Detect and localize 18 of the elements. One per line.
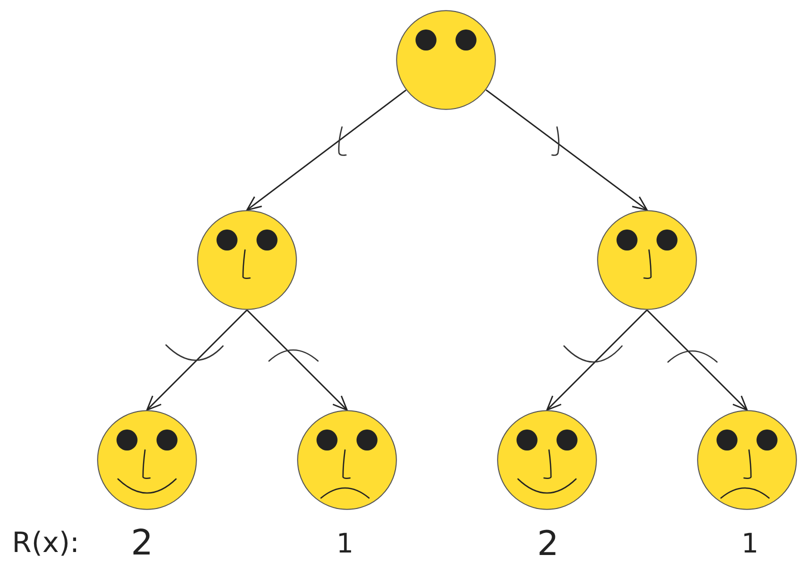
arrow <box>546 310 648 411</box>
face-with-nose-icon <box>597 210 697 310</box>
arrow <box>646 310 748 411</box>
frowning-face-icon <box>297 410 397 510</box>
reward-value: 2 <box>537 527 559 561</box>
face-with-eyes-icon <box>396 10 496 110</box>
reward-value: 2 <box>130 526 154 562</box>
reward-value: 1 <box>336 530 354 558</box>
arrow <box>246 90 406 211</box>
frowning-face-icon <box>697 410 797 510</box>
reward-value: 1 <box>741 530 759 558</box>
smiling-face-icon <box>497 410 597 510</box>
face-with-nose-icon <box>197 210 297 310</box>
row-label: R(x): <box>12 529 80 557</box>
arrow <box>146 310 248 411</box>
arrow <box>246 310 348 411</box>
arrow <box>486 89 648 211</box>
smiling-face-icon <box>97 410 197 510</box>
